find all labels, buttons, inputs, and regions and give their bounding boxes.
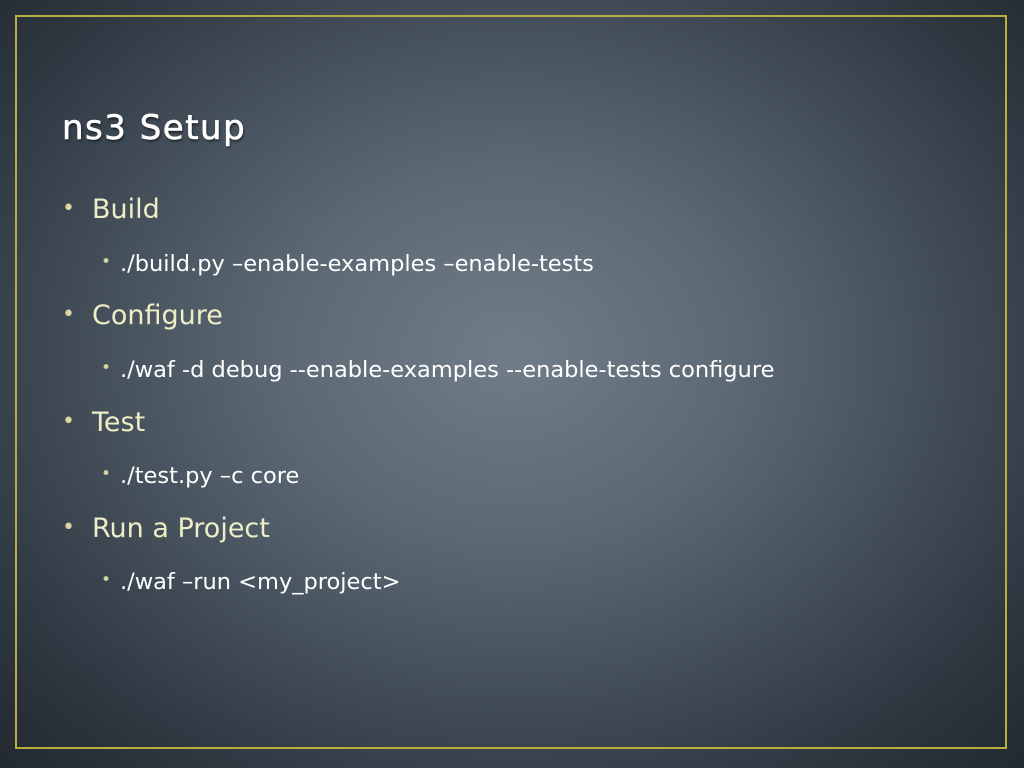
bullet-dot-icon: • [101, 464, 112, 484]
slide-title: ns3 Setup [62, 108, 247, 149]
run-command-text: ./waf –run <my_project> [120, 569, 401, 595]
bullet-dot-icon: • [62, 515, 75, 540]
bullet-dot-icon: • [62, 196, 75, 221]
bullet-build-label: Build [92, 194, 160, 225]
slide-frame [15, 15, 1007, 749]
bullet-run-project-label: Run a Project [92, 513, 270, 544]
bullet-dot-icon: • [62, 302, 75, 327]
test-command-text: ./test.py –c core [120, 463, 300, 489]
bullet-dot-icon: • [101, 252, 112, 272]
build-command-text: ./build.py –enable-examples –enable-test… [120, 251, 594, 277]
configure-command-text: ./waf -d debug --enable-examples --enabl… [120, 357, 775, 383]
bullet-dot-icon: • [101, 358, 112, 378]
bullet-dot-icon: • [101, 570, 112, 590]
bullet-configure-label: Configure [92, 300, 223, 331]
bullet-test-label: Test [92, 407, 146, 438]
bullet-dot-icon: • [62, 409, 75, 434]
